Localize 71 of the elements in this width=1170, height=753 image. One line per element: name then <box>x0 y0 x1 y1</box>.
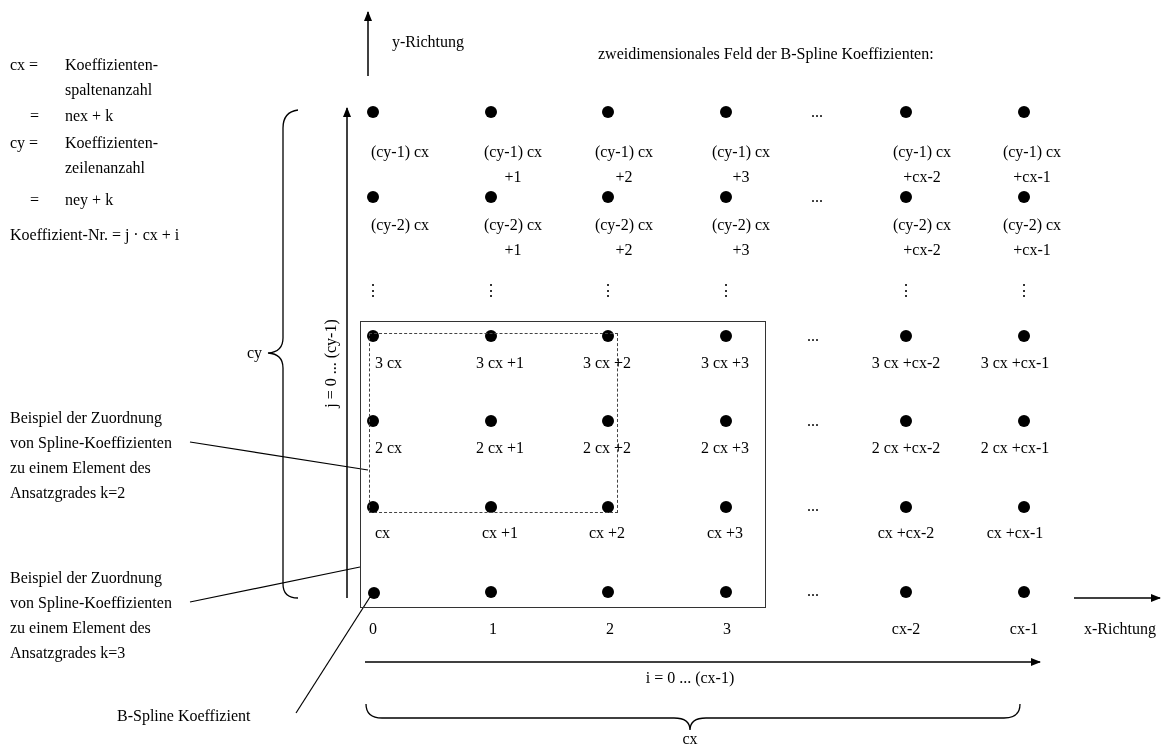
definition-text: cy = <box>10 133 39 154</box>
coefficient-index: (cy-1) cx +1 <box>482 142 544 187</box>
definition-text: cx = <box>10 55 39 75</box>
coefficient-index: 2 cx +cx-2 <box>870 438 942 458</box>
coefficient-index: 2 <box>605 619 615 639</box>
ellipsis: ⋮ <box>482 281 500 301</box>
ellipsis: ... <box>806 326 820 346</box>
ellipsis: ... <box>806 411 820 431</box>
coefficient-index: (cy-1) cx +cx-1 <box>1001 142 1063 187</box>
coefficient-index: cx-1 <box>1008 619 1040 639</box>
formula-text: Koeffizient-Nr. = j · cx + i <box>10 225 180 246</box>
coefficient-index: 3 cx <box>375 353 403 373</box>
coefficient-index: (cy-2) cx <box>369 215 431 236</box>
coefficient-index: (cy-2) cx +1 <box>482 215 544 260</box>
definition-text: nex + k <box>65 106 114 126</box>
coefficient-index: 2 cx +cx-1 <box>979 438 1051 458</box>
coefficient-index: (cy-2) cx +cx-2 <box>891 215 953 260</box>
coefficient-index: cx +2 <box>587 523 627 543</box>
ellipsis: ⋮ <box>364 281 382 301</box>
brace-label: cx <box>681 729 699 749</box>
coefficient-index: cx-2 <box>890 619 922 639</box>
ellipsis: ⋮ <box>1015 281 1033 301</box>
ellipsis: ⋮ <box>599 281 617 301</box>
axis-label: y-Richtung <box>392 32 464 53</box>
coefficient-index: (cy-1) cx +cx-2 <box>891 142 953 187</box>
callout-text: B-Spline Koeffizient <box>117 703 297 728</box>
ellipsis: ⋮ <box>897 281 915 301</box>
coefficient-index: (cy-1) cx +3 <box>710 142 772 187</box>
callout-text: Beispiel der Zuordnung von Spline-Koeffizienten zu einem Element des Ansatzgrades k=3 <box>10 565 188 665</box>
ellipsis: ... <box>806 581 820 601</box>
coefficient-index: 0 <box>368 619 378 639</box>
coefficient-index: 3 cx +cx-2 <box>870 353 942 373</box>
coefficient-index: cx +cx-1 <box>985 523 1045 543</box>
coefficient-index: cx +3 <box>705 523 745 543</box>
coefficient-index: 3 cx +2 <box>581 353 633 373</box>
element-frame <box>360 321 766 608</box>
coefficient-index: 1 <box>488 619 498 639</box>
ellipsis: ⋮ <box>717 281 735 301</box>
coefficient-index: 3 cx +1 <box>474 353 526 373</box>
coefficient-index: (cy-2) cx +3 <box>710 215 772 260</box>
leader-line <box>189 566 361 603</box>
definition-text: = <box>30 106 40 126</box>
coefficient-index: 3 cx +3 <box>699 353 751 373</box>
brace-label: cy <box>245 343 262 364</box>
leader-line <box>295 596 371 714</box>
coefficient-dot <box>368 587 380 599</box>
definition-text: ney + k <box>65 190 114 211</box>
axis-label: x-Richtung <box>1084 619 1156 640</box>
ellipsis: ... <box>806 496 820 516</box>
coefficient-index: 3 <box>722 619 732 639</box>
coefficient-index: 2 cx <box>375 438 403 458</box>
ellipsis: ... <box>810 102 824 122</box>
coefficient-index: cx +1 <box>480 523 520 543</box>
axis-label: i = 0 ... (cx-1) <box>644 668 736 689</box>
ellipsis: ... <box>810 187 824 207</box>
coefficient-index: cx <box>375 523 391 543</box>
coefficient-index: (cy-2) cx +2 <box>593 215 655 260</box>
definition-text: = <box>30 190 40 210</box>
coefficient-index: (cy-1) cx <box>369 142 431 163</box>
coefficient-index: (cy-2) cx +cx-1 <box>1001 215 1063 260</box>
definition-text: Koeffizienten- zeilenanzahl <box>65 133 159 178</box>
callout-text: Beispiel der Zuordnung von Spline-Koeffizienten zu einem Element des Ansatzgrades k=2 <box>10 405 188 505</box>
coefficient-index: (cy-1) cx +2 <box>593 142 655 187</box>
coefficient-index: 3 cx +cx-1 <box>979 353 1051 373</box>
leader-line <box>189 441 369 471</box>
diagram-title: zweidimensionales Feld der B-Spline Koeffizienten: <box>598 44 934 65</box>
coefficient-index: 2 cx +1 <box>474 438 526 458</box>
axis-label: j = 0 ... (cy-1) <box>320 318 341 408</box>
coefficient-index: cx +cx-2 <box>876 523 936 543</box>
coefficient-index: 2 cx +3 <box>699 438 751 458</box>
coefficient-index: 2 cx +2 <box>581 438 633 458</box>
